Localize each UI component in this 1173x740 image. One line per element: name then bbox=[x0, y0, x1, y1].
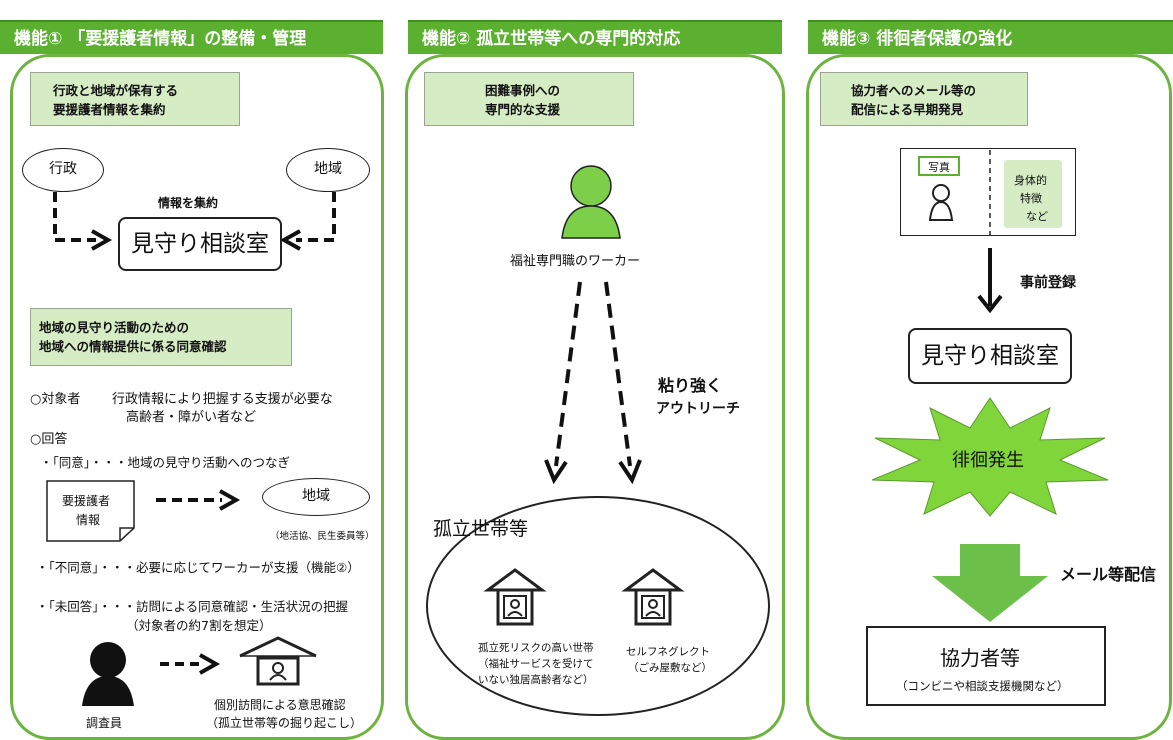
doc-label-1: 要援護者 bbox=[62, 494, 111, 508]
house2-label-1: セルフネグレクト bbox=[626, 646, 710, 658]
cooperators-label: 協力者等 bbox=[940, 646, 1020, 670]
noanswer-text: ・「未回答」・・・訪問による同意確認・生活状況の把握 bbox=[36, 599, 349, 614]
investigator-icon bbox=[82, 642, 134, 706]
cooperators-box bbox=[866, 626, 1106, 706]
house-icon-1 bbox=[483, 568, 547, 626]
features-box bbox=[1004, 160, 1062, 228]
visit-label-2: （孤立世帯等の掘り起こし） bbox=[206, 716, 363, 730]
photo-label-box: 写真 bbox=[918, 156, 960, 176]
wandering-starburst bbox=[871, 397, 1109, 517]
panel3-summary-box: 協力者へのメール等の 配信による早期発見 bbox=[820, 72, 1028, 126]
panel1-consent-box: 地域の見守り活動のための 地域への情報提供に係る同意確認 bbox=[30, 308, 292, 366]
cooperators-note: （コンビニや相談支援機関など） bbox=[896, 679, 1069, 693]
person-outline-icon bbox=[928, 184, 954, 221]
house1-label-1: 孤立死リスクの高い世帯 bbox=[478, 642, 594, 654]
region-oval: 地域 bbox=[262, 478, 370, 516]
house2-label-2: （ごみ屋敷など） bbox=[628, 662, 712, 674]
gyosei-oval: 行政 bbox=[22, 148, 104, 192]
panel2-title: 機能② 孤立世帯等への専門的対応 bbox=[408, 20, 782, 54]
answer-label: ○回答 bbox=[30, 432, 68, 447]
outreach-label-1: 粘り強く bbox=[658, 376, 723, 395]
visit-label-1: 個別訪問による意思確認 bbox=[214, 698, 346, 712]
panel2-summary-box: 困難事例への 専門的な支援 bbox=[424, 72, 634, 126]
panel3-title: 機能③ 徘徊者保護の強化 bbox=[808, 20, 1173, 54]
worker-icon bbox=[561, 165, 621, 239]
house-icon-visit bbox=[239, 636, 317, 686]
features-label-1: 身体的 bbox=[1014, 174, 1047, 187]
outreach-label-2: アウトリーチ bbox=[656, 401, 740, 417]
registration-card bbox=[900, 148, 1076, 236]
worker-label: 福祉専門職のワーカー bbox=[510, 254, 641, 269]
house-icon-2 bbox=[621, 568, 685, 626]
features-label-2: 特徴 bbox=[1020, 192, 1042, 205]
house1-label-3: いない独居高齢者など） bbox=[478, 674, 594, 686]
region-note: （地活協、民生委員等） bbox=[270, 531, 375, 542]
features-label-3: など bbox=[1026, 210, 1048, 223]
mail-arrow bbox=[932, 544, 1048, 622]
target-desc-1: 行政情報により把握する支援が必要な bbox=[112, 392, 333, 407]
mimamori-center-1: 見守り相談室 bbox=[118, 217, 282, 271]
doc-label-2: 情報 bbox=[76, 513, 101, 527]
chiiki-oval: 地域 bbox=[286, 148, 370, 192]
document-icon bbox=[46, 480, 135, 542]
mail-label: メール等配信 bbox=[1060, 565, 1157, 584]
wandering-label: 徘徊発生 bbox=[952, 450, 1024, 471]
target-desc-2: 高齢者・障がい者など bbox=[126, 410, 257, 425]
collect-label: 情報を集約 bbox=[158, 196, 219, 210]
investigator-label: 調査員 bbox=[86, 716, 123, 730]
noanswer-note: （対象者の約7割を想定） bbox=[126, 618, 272, 633]
panel-function-3 bbox=[806, 54, 1172, 740]
panel1-title: 機能① 「要援護者情報」の整備・管理 bbox=[0, 20, 383, 54]
isolated-households-oval bbox=[426, 496, 770, 716]
panel1-summary-box: 行政と地域が保有する 要援護者情報を集約 bbox=[30, 72, 240, 126]
target-label: ○対象者 bbox=[30, 392, 81, 407]
disagree-text: ・「不同意」・・・必要に応じてワーカーが支援（機能②） bbox=[36, 560, 360, 575]
mimamori-center-3: 見守り相談室 bbox=[908, 328, 1072, 384]
isolated-label: 孤立世帯等 bbox=[433, 518, 529, 540]
agree-text: ・「同意」・・・地域の見守り活動へのつなぎ bbox=[40, 455, 291, 470]
preregister-label: 事前登録 bbox=[1020, 275, 1076, 291]
house1-label-2: （福祉サービスを受けて bbox=[478, 658, 594, 670]
